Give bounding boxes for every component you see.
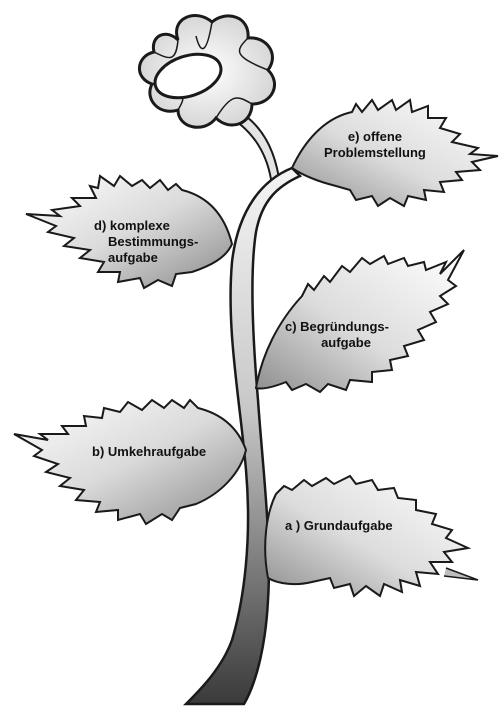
leaf-b	[14, 400, 246, 524]
leaf-c-line-2: aufgabe	[285, 335, 389, 351]
leaf-d-line-2: Bestimmungs-	[94, 234, 198, 250]
leaf-e-label: e) offene Problemstellung	[324, 129, 426, 161]
leaf-e-line-1: e) offene	[324, 129, 426, 145]
leaf-e-line-2: Problemstellung	[324, 145, 426, 161]
leaf-d-label: d) komplexe Bestimmungs- aufgabe	[94, 218, 198, 266]
leaf-a-line-1: a ) Grundaufgabe	[285, 518, 393, 534]
leaf-a	[265, 476, 468, 596]
leaf-b-line-1: b) Umkehraufgabe	[92, 444, 206, 460]
leaf-d-line-3: aufgabe	[94, 250, 198, 266]
leaf-a-tip	[444, 568, 478, 580]
leaf-c-label: c) Begründungs- aufgabe	[285, 319, 389, 351]
leaf-a-label: a ) Grundaufgabe	[285, 518, 393, 534]
leaf-c-line-1: c) Begründungs-	[285, 319, 389, 335]
flower-icon	[139, 16, 274, 128]
leaf-b-label: b) Umkehraufgabe	[92, 444, 206, 460]
leaf-d-line-1: d) komplexe	[94, 218, 198, 234]
